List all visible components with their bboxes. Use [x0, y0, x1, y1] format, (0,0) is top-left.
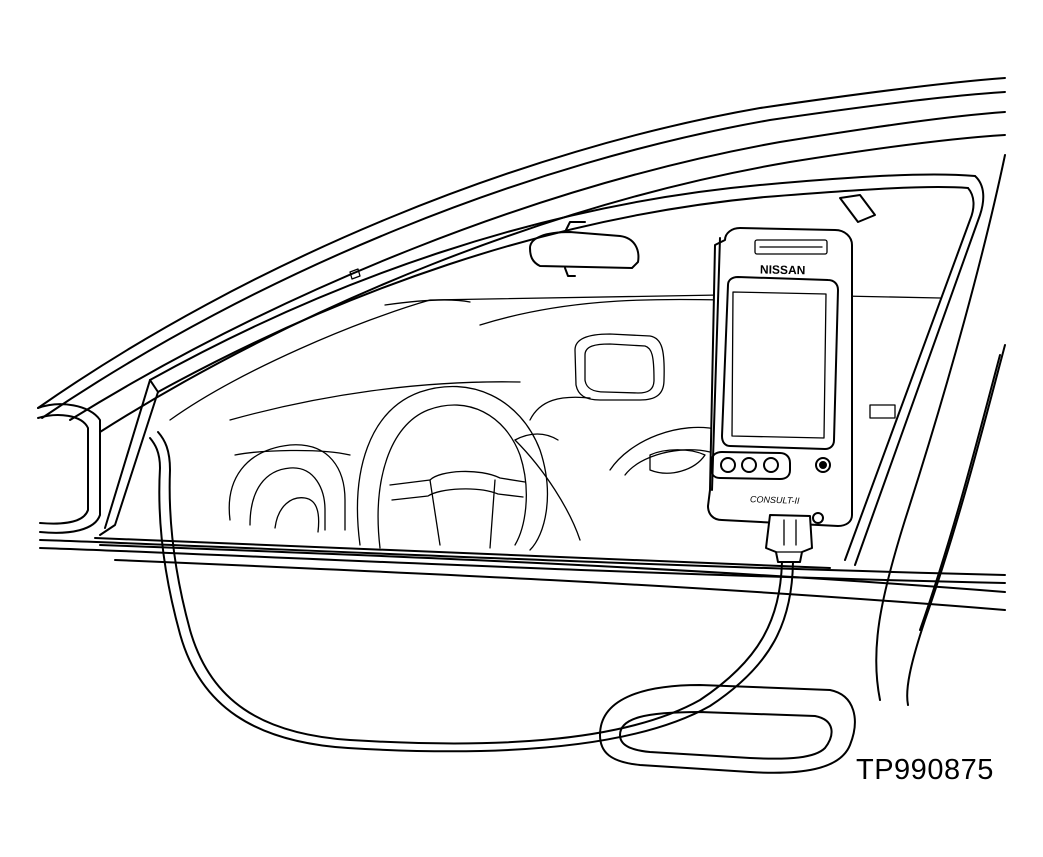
- door-handle: [599, 684, 856, 774]
- brand-label: NISSAN: [760, 262, 806, 277]
- diagnostic-connector: [765, 512, 824, 563]
- rearview-mirror: [529, 194, 876, 277]
- instrument-cluster: [228, 444, 346, 533]
- rear-door-edge: [875, 154, 1006, 706]
- figure-id-label: TP990875: [856, 754, 994, 786]
- interior-dashboard: [169, 294, 941, 541]
- steering-wheel: [356, 385, 559, 551]
- roof-lines: [37, 77, 1006, 433]
- door-belt-line: [39, 537, 1006, 611]
- consult-ii-unit: NISSAN CONSULT-II: [707, 227, 853, 527]
- side-mirror: [37, 403, 101, 534]
- window-frame: [99, 173, 985, 566]
- diagnostic-cable: [149, 431, 794, 753]
- model-label: CONSULT-II: [750, 494, 800, 506]
